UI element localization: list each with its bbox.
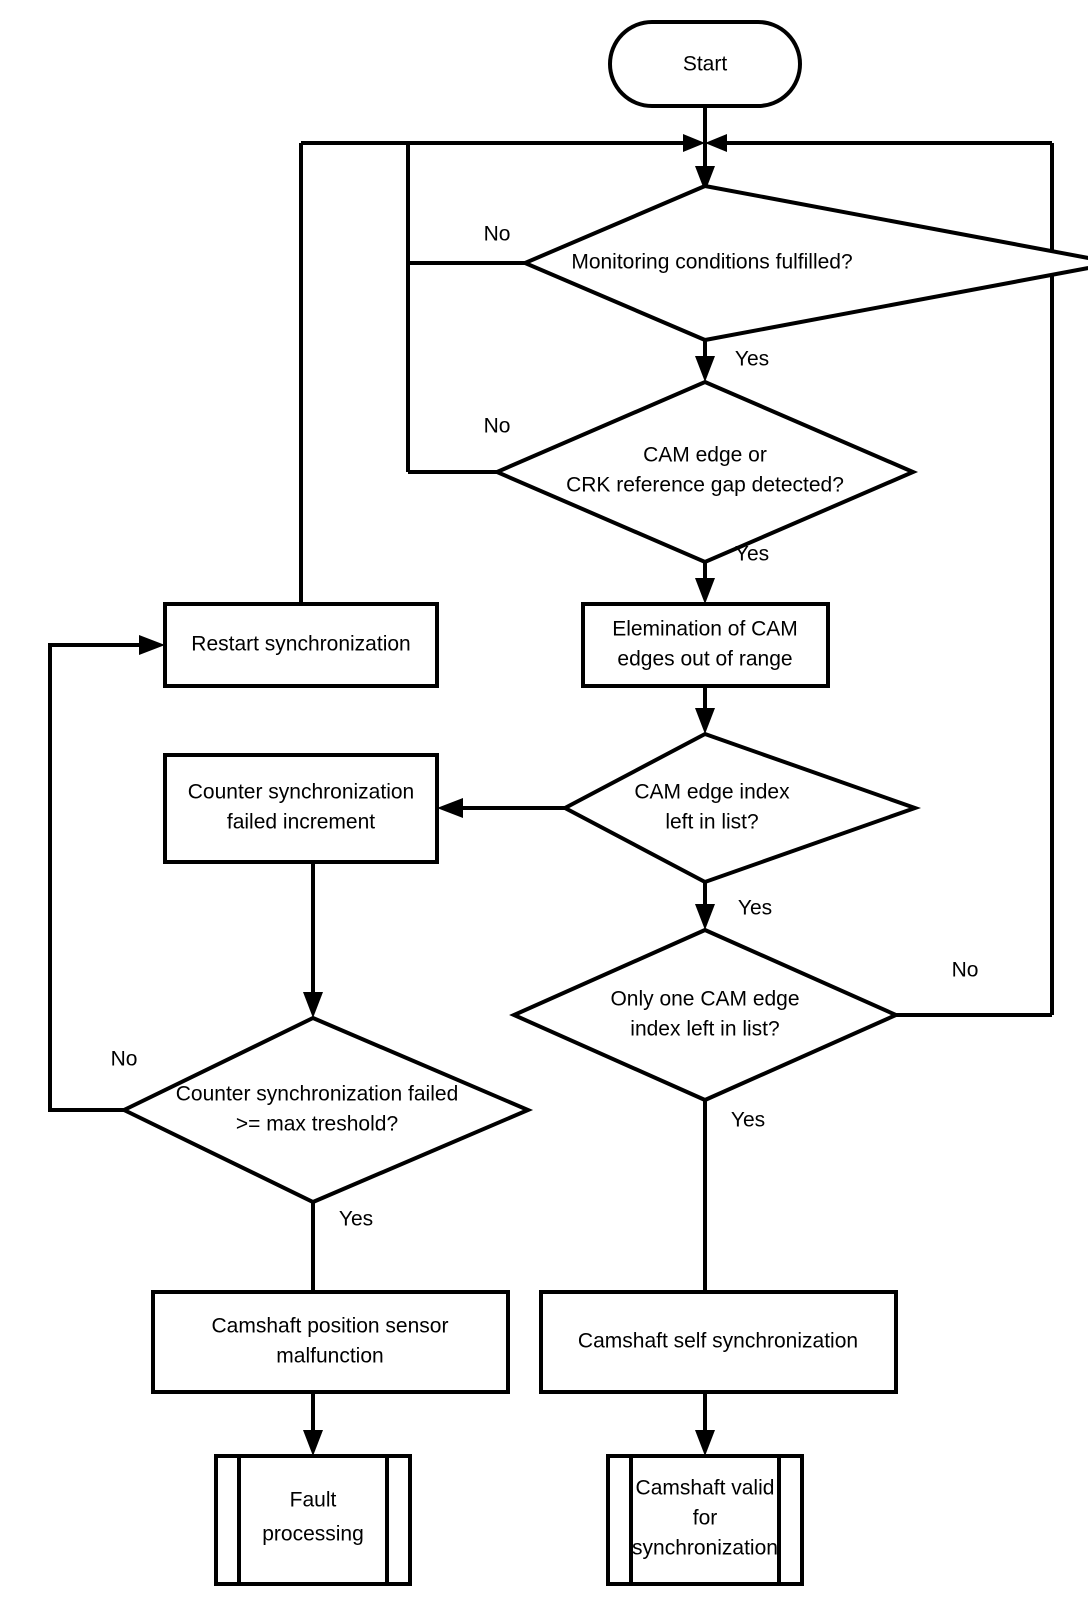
sensor-malfunction-label-line1: Camshaft position sensor: [212, 1315, 449, 1338]
node-only-one-index[interactable]: Only one CAM edge index left in list?: [509, 927, 901, 1103]
edge-label-layer: No Yes No Yes Yes No Yes No Yes: [111, 223, 979, 1231]
edge-label-cam-edge-no: No: [484, 415, 511, 438]
edge-label-monitoring-yes: Yes: [735, 348, 769, 371]
fault-processing-shape: [214, 1454, 412, 1586]
cam-edge-detected-label-line1: CAM edge or: [643, 444, 767, 467]
arrowhead-left-loop-return: [683, 134, 705, 152]
cam-edge-index-shape: [560, 731, 922, 885]
counter-increment-label-line2: failed increment: [227, 811, 375, 834]
threshold-shape: [119, 1015, 534, 1205]
cam-edge-detected-label-line2: CRK reference gap detected?: [566, 474, 844, 497]
monitoring-conditions-label: Monitoring conditions fulfilled?: [571, 251, 852, 274]
arrowhead-threshold-no: [139, 635, 165, 655]
edge-label-index-yes: Yes: [738, 897, 772, 920]
sensor-malfunction-label-line2: malfunction: [276, 1345, 383, 1368]
arrowhead-right-loop-return: [705, 134, 727, 152]
node-elemination[interactable]: Elemination of CAM edges out of range: [581, 602, 830, 688]
camshaft-valid-shape: [606, 1454, 804, 1586]
only-one-index-label-line1: Only one CAM edge: [610, 988, 799, 1011]
camshaft-valid-label-line2: for: [693, 1507, 718, 1530]
node-monitoring-conditions[interactable]: Monitoring conditions fulfilled?: [519, 183, 1088, 343]
node-cam-edge-detected[interactable]: CAM edge or CRK reference gap detected?: [491, 379, 919, 565]
arrowhead-increment-to-threshold: [303, 992, 323, 1018]
elemination-shape: [581, 602, 830, 688]
only-one-index-label-line2: index left in list?: [630, 1018, 779, 1041]
arrowhead-malfunction-to-fault: [303, 1430, 323, 1456]
edge-label-threshold-yes: Yes: [339, 1208, 373, 1231]
self-sync-label: Camshaft self synchronization: [578, 1330, 858, 1353]
elemination-label-line1: Elemination of CAM: [612, 618, 798, 641]
node-counter-increment[interactable]: Counter synchronization failed increment: [163, 753, 439, 864]
edge-label-only-one-yes: Yes: [731, 1109, 765, 1132]
monitoring-conditions-shape: [519, 183, 1088, 343]
edge-label-only-one-no: No: [952, 959, 979, 982]
fault-processing-label-line1: Fault: [290, 1489, 337, 1512]
elemination-label-line2: edges out of range: [617, 648, 792, 671]
cam-edge-index-label-line2: left in list?: [665, 811, 758, 834]
node-cam-edge-index[interactable]: CAM edge index left in list?: [560, 731, 922, 885]
only-one-index-shape: [509, 927, 901, 1103]
start-label: Start: [683, 53, 728, 76]
arrowhead-cam-edge-yes: [695, 578, 715, 604]
camshaft-valid-label-line1: Camshaft valid: [636, 1477, 775, 1500]
threshold-label-line1: Counter synchronization failed: [176, 1083, 459, 1106]
start-shape: [608, 20, 802, 108]
arrowhead-elemination-to-index: [695, 708, 715, 734]
sensor-malfunction-shape: [151, 1290, 510, 1394]
arrowhead-monitoring-yes: [695, 356, 715, 382]
node-restart-sync[interactable]: Restart synchronization: [163, 602, 439, 688]
arrowhead-selfsync-to-valid: [695, 1430, 715, 1456]
node-self-sync[interactable]: Camshaft self synchronization: [539, 1290, 898, 1394]
counter-increment-label-line1: Counter synchronization: [188, 781, 414, 804]
edge-label-threshold-no: No: [111, 1048, 138, 1071]
node-fault-processing[interactable]: Fault processing: [214, 1454, 412, 1586]
restart-sync-shape: [163, 602, 439, 688]
arrowhead-index-yes: [695, 904, 715, 930]
threshold-label-line2: >= max treshold?: [236, 1113, 398, 1136]
node-sensor-malfunction[interactable]: Camshaft position sensor malfunction: [151, 1290, 510, 1394]
camshaft-valid-label-line3: synchronization: [632, 1537, 778, 1560]
edge-label-monitoring-no: No: [484, 223, 511, 246]
cam-edge-index-label-line1: CAM edge index: [634, 781, 790, 804]
edge-label-cam-edge-yes: Yes: [735, 543, 769, 566]
restart-sync-label: Restart synchronization: [191, 633, 410, 656]
connector-layer: [48, 106, 1054, 1456]
fault-processing-label-line2: processing: [262, 1523, 364, 1546]
node-camshaft-valid[interactable]: Camshaft valid for synchronization: [606, 1454, 804, 1586]
self-sync-shape: [539, 1290, 898, 1394]
counter-increment-shape: [163, 753, 439, 864]
connector-threshold-no: [48, 643, 147, 1112]
arrowhead-into-monitoring: [695, 166, 715, 192]
arrowhead-index-no: [437, 798, 463, 818]
cam-edge-detected-shape: [491, 379, 919, 565]
node-start[interactable]: Start: [608, 20, 802, 108]
node-threshold[interactable]: Counter synchronization failed >= max tr…: [119, 1015, 534, 1205]
